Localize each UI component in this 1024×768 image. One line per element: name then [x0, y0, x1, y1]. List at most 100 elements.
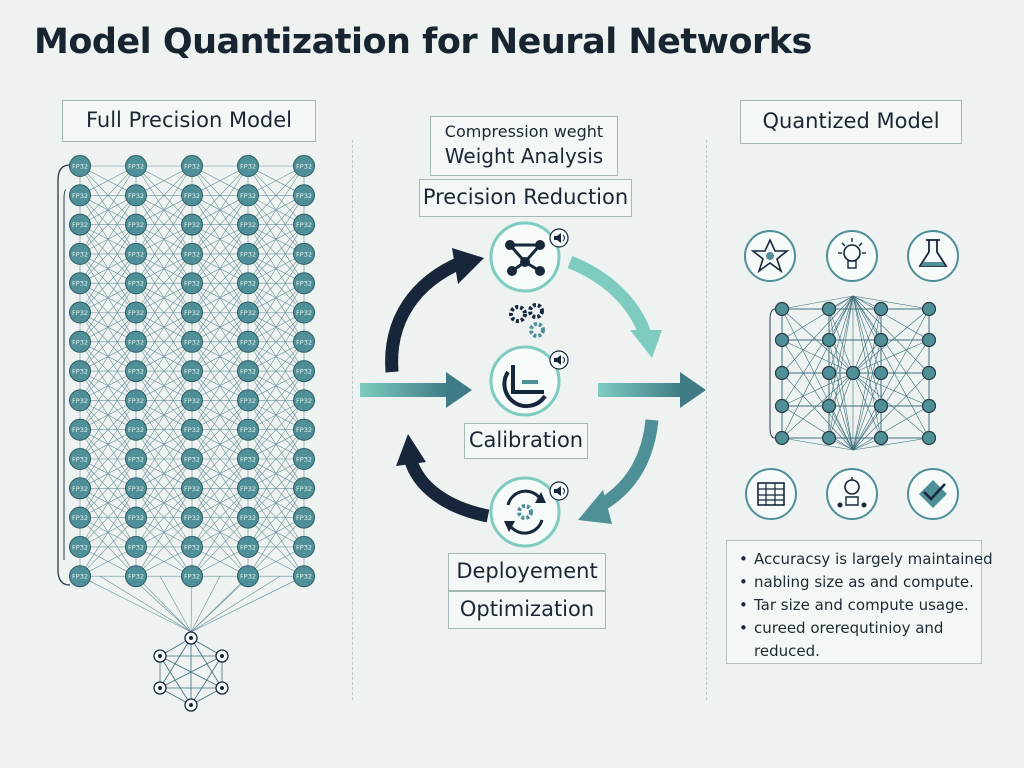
network-node: FP32 — [181, 535, 203, 558]
svg-text:FP32: FP32 — [240, 250, 256, 258]
svg-text:FP32: FP32 — [296, 192, 312, 200]
network-node: FP32 — [125, 155, 147, 177]
quantized-node — [774, 398, 790, 414]
cycle-arrow-up-head — [452, 248, 484, 284]
network-node: FP32 — [69, 184, 91, 207]
network-node: FP32 — [293, 330, 315, 353]
network-node: FP32 — [181, 242, 203, 265]
network-node: FP32 — [69, 330, 91, 353]
cycle-arrow-up — [385, 256, 465, 373]
mini-node — [184, 698, 198, 712]
cycle-arrow-left-up — [403, 455, 490, 523]
quantized-node — [821, 398, 837, 414]
svg-text:FP32: FP32 — [128, 221, 144, 229]
network-node: FP32 — [125, 477, 147, 500]
speaker-icon — [549, 350, 569, 370]
network-node: FP32 — [181, 213, 203, 236]
network-node: FP32 — [181, 565, 203, 588]
quantized-node — [873, 398, 889, 414]
svg-text:FP32: FP32 — [296, 309, 312, 317]
network-bracket — [57, 164, 71, 586]
note-item: Tar size and compute usage. — [739, 594, 973, 617]
network-node: FP32 — [69, 272, 91, 295]
svg-text:FP32: FP32 — [72, 426, 88, 434]
network-node: FP32 — [181, 506, 203, 529]
quantized-node — [921, 301, 937, 317]
network-node: FP32 — [69, 535, 91, 558]
network-node: FP32 — [181, 418, 203, 441]
svg-text:FP32: FP32 — [184, 456, 200, 464]
divider-right — [706, 140, 707, 700]
quantization-notes: Accuracsy is largely maintained nabling … — [726, 540, 993, 664]
network-node: FP32 — [293, 272, 315, 295]
quantized-node — [774, 301, 790, 317]
svg-text:FP32: FP32 — [184, 543, 200, 551]
svg-text:FP32: FP32 — [184, 192, 200, 200]
svg-text:FP32: FP32 — [128, 426, 144, 434]
network-node: FP32 — [69, 565, 91, 588]
svg-text:FP32: FP32 — [240, 221, 256, 229]
page-title: Model Quantization for Neural Networks — [34, 22, 812, 62]
svg-text:FP32: FP32 — [72, 573, 88, 581]
svg-text:FP32: FP32 — [240, 397, 256, 405]
cycle-arrow-right-down-head — [630, 330, 662, 358]
flow-arrow-in — [360, 383, 448, 397]
network-node: FP32 — [125, 506, 147, 529]
svg-text:FP32: FP32 — [128, 397, 144, 405]
svg-text:FP32: FP32 — [72, 338, 88, 346]
network-bracket-inner — [63, 189, 67, 560]
svg-text:FP32: FP32 — [72, 456, 88, 464]
pie-chart-icon — [489, 345, 561, 417]
svg-text:FP32: FP32 — [184, 250, 200, 258]
optimization-box: Optimization — [448, 591, 606, 629]
network-node: FP32 — [69, 301, 91, 324]
graph-network-icon — [489, 221, 561, 293]
network-node: FP32 — [293, 448, 315, 470]
svg-text:FP32: FP32 — [296, 573, 312, 581]
speaker-icon — [549, 228, 569, 248]
network-node: FP32 — [69, 389, 91, 412]
cycle-arrow-down-left-head — [578, 490, 612, 524]
network-node: FP32 — [125, 565, 147, 588]
svg-text:FP32: FP32 — [184, 485, 200, 493]
svg-text:FP32: FP32 — [240, 543, 256, 551]
svg-text:FP32: FP32 — [72, 368, 88, 376]
svg-text:FP32: FP32 — [128, 309, 144, 317]
checkbox-icon — [907, 468, 959, 520]
speaker-icon — [549, 481, 569, 501]
network-node: FP32 — [181, 301, 203, 324]
network-node: FP32 — [181, 155, 203, 177]
svg-text:FP32: FP32 — [128, 192, 144, 200]
calibration-box: Calibration — [464, 423, 588, 459]
svg-text:FP32: FP32 — [128, 250, 144, 258]
network-node: FP32 — [293, 565, 315, 588]
quantized-node — [873, 301, 889, 317]
network-node: FP32 — [125, 418, 147, 441]
svg-text:FP32: FP32 — [296, 514, 312, 522]
network-node: FP32 — [293, 389, 315, 412]
network-node: FP32 — [237, 360, 259, 383]
network-node: FP32 — [293, 213, 315, 236]
network-node: FP32 — [237, 418, 259, 441]
refresh-gear-icon — [489, 476, 561, 548]
full-precision-network: FP32FP32FP32FP32FP32FP32FP32FP32FP32FP32… — [69, 155, 315, 588]
network-node: FP32 — [181, 184, 203, 207]
weight-analysis-label: Weight Analysis — [444, 144, 604, 168]
svg-text:FP32: FP32 — [128, 280, 144, 288]
quantized-model-label: Quantized Model — [740, 100, 962, 144]
network-node: FP32 — [237, 535, 259, 558]
svg-text:FP32: FP32 — [72, 250, 88, 258]
svg-text:FP32: FP32 — [184, 338, 200, 346]
svg-text:FP32: FP32 — [240, 426, 256, 434]
network-node: FP32 — [125, 360, 147, 383]
network-node: FP32 — [181, 330, 203, 353]
network-node: FP32 — [237, 155, 259, 177]
svg-text:FP32: FP32 — [240, 485, 256, 493]
network-node: FP32 — [237, 389, 259, 412]
quantized-node — [774, 332, 790, 348]
network-node: FP32 — [125, 184, 147, 207]
network-node: FP32 — [69, 242, 91, 265]
svg-text:FP32: FP32 — [128, 456, 144, 464]
svg-text:FP32: FP32 — [184, 221, 200, 229]
